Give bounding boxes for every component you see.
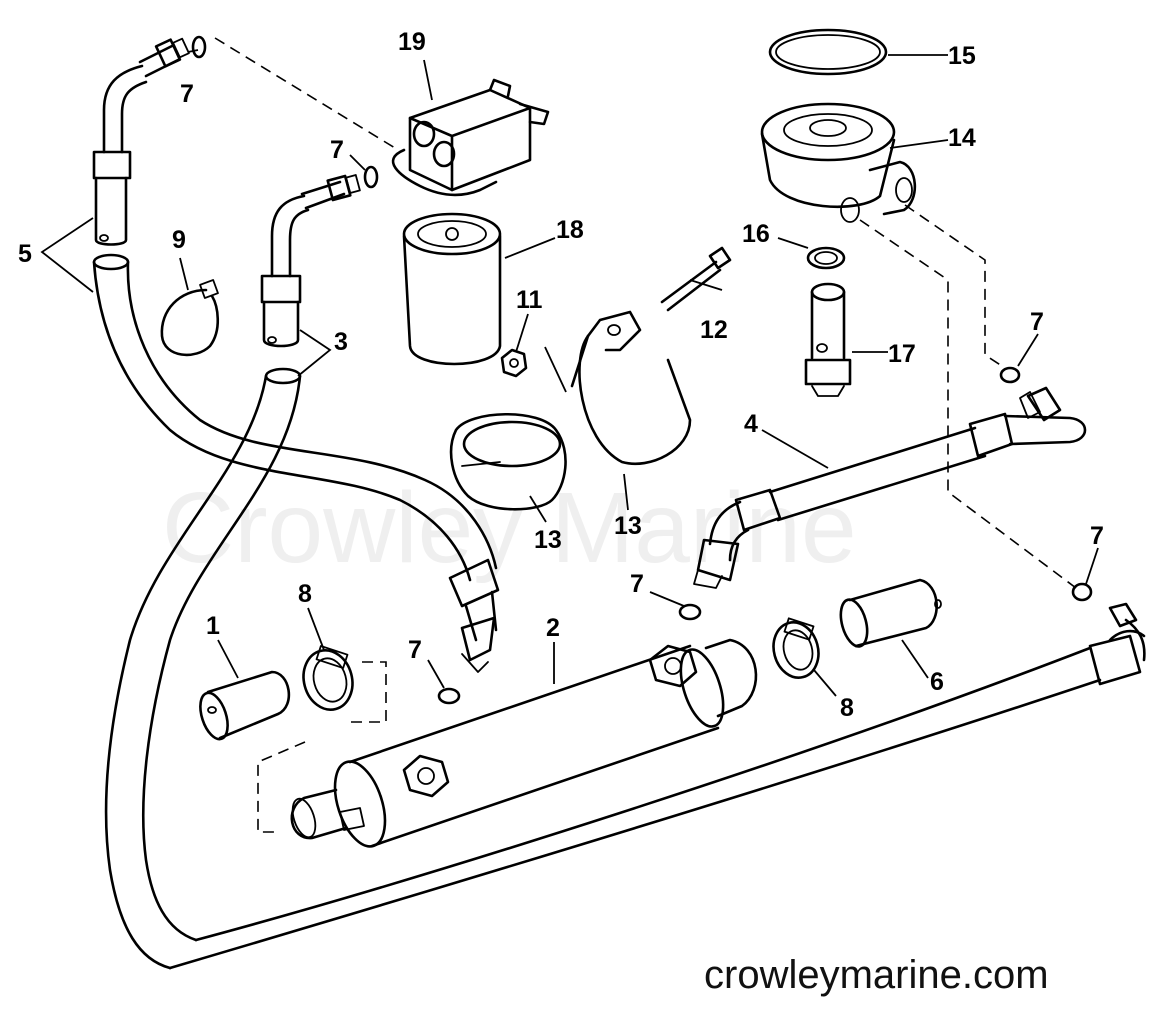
part-10-nut	[500, 348, 528, 378]
callout-12: 12	[700, 316, 728, 344]
callout-7-right-upper: 7	[1030, 308, 1044, 336]
watermark: Crowley Marine	[162, 472, 857, 584]
part-14-filter	[402, 212, 502, 366]
leader-lines	[40, 49, 1099, 697]
part-18-washer	[806, 246, 846, 270]
part-6-sleeve	[839, 578, 942, 648]
part-1-sleeve	[199, 670, 291, 741]
callout-19: 17	[888, 340, 916, 368]
callout-10: 11	[516, 286, 543, 314]
part-9-strap	[160, 279, 220, 357]
callout-15: 19	[398, 28, 426, 56]
part-16-housing	[760, 102, 917, 223]
part-13-sleeve	[449, 412, 567, 511]
part-11-bracket	[570, 310, 692, 465]
callout-13: 13	[534, 526, 562, 554]
callout-4: 4	[744, 410, 758, 438]
callout-6: 6	[930, 668, 944, 696]
dashed-assembly-lines	[214, 37, 1077, 833]
clamp-8-right	[772, 617, 820, 679]
callout-2: 2	[546, 614, 560, 642]
hose-4	[693, 386, 1087, 589]
hose-bottom-right	[1088, 602, 1146, 686]
callout-7-right-lower: 7	[1090, 522, 1104, 550]
callout-8-right: 8	[840, 694, 854, 722]
callout-18: 16	[742, 220, 770, 248]
hose-3	[104, 174, 1102, 970]
washers-7	[191, 35, 1093, 705]
callout-5: 5	[18, 240, 32, 268]
callout-11: 13	[614, 512, 642, 540]
callout-1: 1	[206, 612, 220, 640]
callout-17: 15	[948, 42, 976, 70]
callout-9: 9	[172, 226, 186, 254]
callout-7-top-left: 7	[180, 80, 194, 108]
callout-labels: 5 9 7 7 3 11 18 19 15 14 16 12 17 7 4 13…	[18, 28, 1104, 722]
callout-3: 3	[334, 328, 348, 356]
part-15-filter-mount	[391, 78, 550, 197]
part-2-cooler	[290, 638, 758, 848]
site-url: crowleymarine.com	[704, 953, 1049, 997]
callout-7-center: 7	[630, 570, 644, 598]
hose-5	[92, 37, 500, 673]
callout-16: 14	[948, 124, 976, 152]
callout-8-left: 8	[298, 580, 312, 608]
part-19-adapter	[804, 282, 852, 397]
part-12-bolt	[660, 246, 732, 312]
callout-14: 18	[556, 216, 584, 244]
clamp-8-left	[302, 645, 354, 711]
callout-7-upper-center: 7	[330, 136, 344, 164]
part-17-oring	[768, 28, 888, 76]
callout-7-lower-left: 7	[408, 636, 422, 664]
